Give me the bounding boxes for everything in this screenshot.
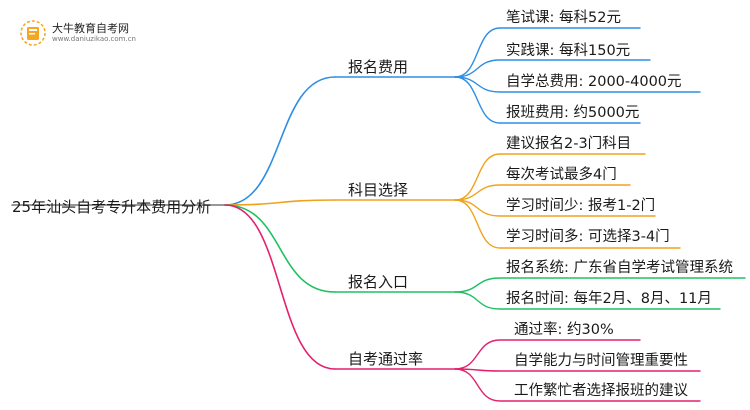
link-subjects-leaf-1 (454, 184, 631, 201)
link-fees-leaf-1 (454, 59, 651, 78)
branch-entry: 报名入口 (348, 273, 409, 291)
leaf-fees-written: 笔试课: 每科52元 (506, 10, 621, 26)
link-entry-leaf-0 (454, 277, 746, 293)
leaf-pass-rate-self-study: 自学能力与时间管理重要性 (514, 353, 688, 369)
link-pass-rate-leaf-2 (454, 368, 701, 402)
link-entry-leaf-1 (454, 291, 721, 310)
leaf-subjects-more-time: 学习时间多: 可选择3-4门 (506, 229, 670, 245)
link-subjects-leaf-3 (454, 199, 681, 249)
leaf-pass-rate-value: 通过率: 约30% (514, 322, 614, 338)
leaf-subjects-suggest: 建议报名2-3门科目 (506, 136, 632, 152)
branch-pass-rate: 自考通过率 (348, 350, 424, 368)
site-logo: 大牛教育自考网 www.daniuzikao.com.cn (20, 18, 140, 48)
link-fees-leaf-0 (454, 27, 641, 78)
leaf-entry-time: 报名时间: 每年2月、8月、11月 (506, 291, 712, 307)
link-pass-rate-leaf-1 (454, 368, 701, 372)
leaf-subjects-less-time: 学习时间少: 报考1-2门 (506, 198, 656, 214)
logo-title: 大牛教育自考网 (52, 22, 129, 35)
logo-url: www.daniuzikao.com.cn (52, 35, 136, 43)
book-logo-icon (20, 20, 46, 46)
link-root-subjects (224, 199, 336, 206)
link-pass-rate-leaf-0 (454, 339, 641, 370)
leaf-fees-class: 报班费用: 约5000元 (506, 105, 640, 121)
branch-subjects: 科目选择 (348, 181, 409, 199)
link-subjects-leaf-0 (454, 153, 646, 201)
branch-fees: 报名费用 (348, 58, 409, 76)
link-fees-leaf-3 (454, 76, 641, 124)
link-subjects-leaf-2 (454, 199, 656, 217)
link-fees-leaf-2 (454, 76, 701, 93)
leaf-pass-rate-class-advice: 工作繁忙者选择报班的建议 (514, 383, 688, 399)
leaf-fees-practice: 实践课: 每科150元 (506, 43, 631, 59)
root-topic: 25年汕头自考专升本费用分析 (12, 198, 212, 216)
link-root-fees (224, 76, 336, 206)
leaf-fees-self-study: 自学总费用: 2000-4000元 (506, 74, 682, 90)
link-root-entry (224, 204, 336, 293)
link-root-pass-rate (224, 204, 336, 370)
leaf-subjects-max: 每次考试最多4门 (506, 167, 617, 183)
leaf-entry-system: 报名系统: 广东省自学考试管理系统 (506, 260, 733, 276)
